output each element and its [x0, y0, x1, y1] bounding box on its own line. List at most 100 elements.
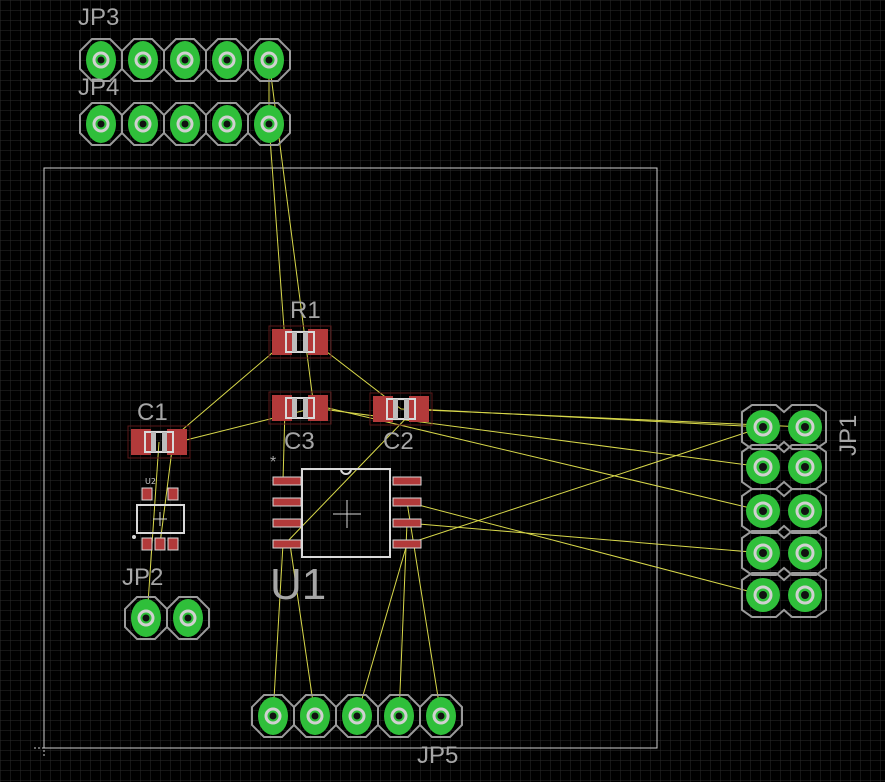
origin-marker [34, 738, 54, 758]
jp2-header-pad-1-drill-ring [137, 609, 155, 627]
jp3-header-pad-4[interactable] [205, 38, 249, 82]
jp1-label: JP1 [835, 415, 862, 456]
jp5-header-pad-5-outline [419, 694, 463, 738]
airwire-2 [268, 123, 286, 343]
jp1-pad-3-drill-ring [753, 457, 773, 477]
jp1-pad-7-drill [759, 549, 767, 557]
jp1-pad-3-drill [759, 463, 767, 471]
c2-capacitor-body [386, 398, 416, 420]
jp3-header-pad-5-drill [265, 56, 273, 64]
jp4-header-pad-3[interactable] [163, 102, 207, 146]
r1-resistor[interactable] [268, 325, 332, 359]
jp1-pad-5[interactable] [746, 494, 780, 528]
jp3-header-pad-2-drill-ring [134, 51, 152, 69]
u2-pin1-dot [132, 535, 136, 539]
jp3-header-pad-2-outline [121, 38, 165, 82]
u1-pad-3 [272, 518, 302, 528]
jp3-header-pad-3-drill [181, 56, 189, 64]
u1-pad-1 [272, 476, 302, 486]
jp5-header-pad-3[interactable] [335, 694, 379, 738]
jp5-header-pad-1[interactable] [251, 694, 295, 738]
c3-capacitor[interactable] [268, 391, 332, 425]
u1-pad-6 [392, 518, 422, 528]
jp4-header-pad-5-outline [247, 102, 291, 146]
u1-pad-2 [272, 497, 302, 507]
jp5-header-pad-5[interactable] [419, 694, 463, 738]
jp3-header-pad-3[interactable] [163, 38, 207, 82]
jp5-header-pad-2[interactable] [293, 694, 337, 738]
jp5-header[interactable] [251, 694, 463, 738]
jp3-header[interactable] [79, 38, 291, 82]
jp1-pad-2[interactable] [788, 410, 822, 444]
jp1-pad-1-drill-ring [753, 417, 773, 437]
jp2-header-pad-2[interactable] [166, 596, 210, 640]
jp4-header[interactable] [79, 102, 291, 146]
jp3-header-pad-3-outline [163, 38, 207, 82]
jp4-header-pad-3-drill-ring [176, 115, 194, 133]
jp1-pad-2-drill [801, 423, 809, 431]
airwire-15 [406, 426, 764, 545]
jp4-header-pad-4[interactable] [205, 102, 249, 146]
u2-package[interactable] [132, 487, 185, 551]
jp2-header-pad-1[interactable] [124, 596, 168, 640]
jp2-header[interactable] [124, 596, 210, 640]
jp1-header[interactable] [741, 404, 827, 618]
jp2-header-pad-1-outline [124, 596, 168, 640]
jp3-header-pad-2[interactable] [121, 38, 165, 82]
jp5-header-pad-5-drill [437, 712, 445, 720]
jp5-header-pad-4-drill-ring [390, 707, 408, 725]
jp3-header-pad-1[interactable] [79, 38, 123, 82]
jp3-header-pad-5-outline [247, 38, 291, 82]
jp5-header-pad-1-drill [269, 712, 277, 720]
jp3-header-pad-2-drill [139, 56, 147, 64]
jp4-header-pad-5[interactable] [247, 102, 291, 146]
jp1-pad-7[interactable] [746, 536, 780, 570]
jp1-row-outline-4 [741, 530, 827, 576]
c3-capacitor-term-1 [292, 398, 297, 418]
jp3-header-pad-5[interactable] [247, 38, 291, 82]
jp4-label: JP4 [78, 74, 119, 101]
jp4-header-pad-2[interactable] [121, 102, 165, 146]
c1-capacitor-term-2 [162, 432, 167, 452]
r1-label: R1 [290, 297, 321, 324]
components-layer[interactable] [79, 38, 827, 738]
jp1-pad-9[interactable] [746, 578, 780, 612]
u1-pads[interactable] [272, 476, 422, 549]
jp1-pad-4[interactable] [788, 450, 822, 484]
c1-capacitor-courtyard [127, 425, 191, 459]
jp5-header-pad-4[interactable] [377, 694, 421, 738]
u2-pad-1 [141, 487, 153, 501]
jp1-pad-1[interactable] [746, 410, 780, 444]
jp5-header-pad-4-drill [395, 712, 403, 720]
jp2-header-pad-2-drill-ring [179, 609, 197, 627]
jp1-pad-8-drill [801, 549, 809, 557]
jp1-pad-3[interactable] [746, 450, 780, 484]
c2-label: C2 [383, 428, 414, 455]
c1-capacitor[interactable] [127, 425, 191, 459]
r1-resistor-courtyard [268, 325, 332, 359]
airwire-11 [400, 408, 806, 428]
airwire-20 [356, 543, 408, 717]
jp5-header-pad-4-outline [377, 694, 421, 738]
airwire-5 [167, 341, 286, 443]
jp4-header-pad-2-drill [139, 120, 147, 128]
jp1-pad-8[interactable] [788, 536, 822, 570]
jp1-pad-9-drill-ring [753, 585, 773, 605]
c2-capacitor[interactable] [369, 392, 433, 426]
u1-pad-5 [392, 539, 422, 549]
jp1-pad-4-drill-ring [795, 457, 815, 477]
jp1-pad-10[interactable] [788, 578, 822, 612]
jp4-header-pad-1[interactable] [79, 102, 123, 146]
u1-package[interactable] [301, 468, 391, 558]
jp4-header-pad-1-outline [79, 102, 123, 146]
u1-notch [340, 468, 352, 475]
jp3-header-pad-1-outline [79, 38, 123, 82]
jp1-pad-6[interactable] [788, 494, 822, 528]
c3-capacitor-body [285, 397, 315, 419]
jp5-label: JP5 [417, 742, 458, 769]
jp1-pad-10-drill-ring [795, 585, 815, 605]
jp1-pad-8-drill-ring [795, 543, 815, 563]
jp5-header-pad-1-outline [251, 694, 295, 738]
jp4-header-pad-5-drill-ring [260, 115, 278, 133]
